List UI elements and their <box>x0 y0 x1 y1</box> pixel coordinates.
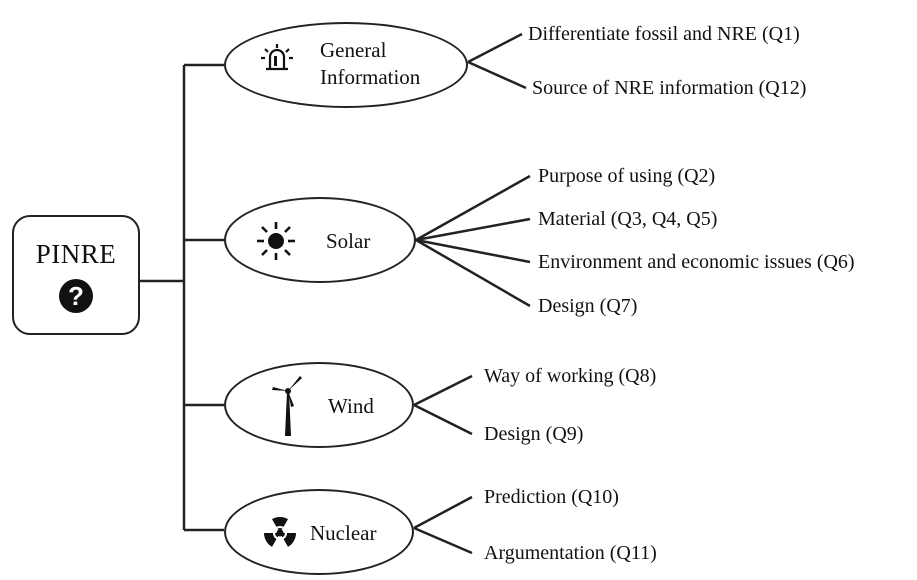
root-node: PINRE ? <box>12 215 140 335</box>
leaf-item: Material (Q3, Q4, Q5) <box>538 208 718 230</box>
node-label-line: Information <box>320 65 421 89</box>
leaf-item: Way of working (Q8) <box>484 365 657 387</box>
leaf-line <box>413 495 473 530</box>
node-nuclear: Nuclear <box>224 489 414 575</box>
leaf-line <box>467 32 523 64</box>
leaf-line <box>415 238 531 308</box>
svg-text:?: ? <box>68 281 84 311</box>
leaf-line <box>415 217 531 242</box>
node-label-wind: Wind <box>328 394 374 418</box>
leaf-item: Prediction (Q10) <box>484 486 619 508</box>
leaf-line <box>413 374 473 407</box>
node-wind: Wind <box>224 362 414 448</box>
root-title: PINRE <box>35 239 117 269</box>
question-circle-icon: ? <box>58 278 94 319</box>
leaf-item: Design (Q7) <box>538 295 638 317</box>
radiation-icon <box>260 513 300 558</box>
leaf-line <box>413 526 473 555</box>
node-label-general: General Information <box>320 37 420 91</box>
leaf-line <box>467 60 527 90</box>
node-general-information: General Information <box>224 22 468 108</box>
leaf-item: Differentiate fossil and NRE (Q1) <box>528 23 800 45</box>
leaf-item: Environment and economic issues (Q6) <box>538 251 855 273</box>
leaf-item: Source of NRE information (Q12) <box>532 77 807 99</box>
leaf-line <box>413 403 473 436</box>
sun-icon <box>256 221 296 266</box>
leaf-item: Design (Q9) <box>484 423 584 445</box>
leaf-item: Purpose of using (Q2) <box>538 165 716 187</box>
node-solar: Solar <box>224 197 416 283</box>
leaf-item: Argumentation (Q11) <box>484 542 657 564</box>
node-label-nuclear: Nuclear <box>310 521 377 545</box>
leaf-line <box>415 174 531 242</box>
node-label-line: General <box>320 38 387 62</box>
node-label-solar: Solar <box>326 229 371 253</box>
leaf-line <box>415 238 531 264</box>
alarm-light-icon <box>260 42 294 81</box>
wind-turbine-icon <box>270 372 306 443</box>
